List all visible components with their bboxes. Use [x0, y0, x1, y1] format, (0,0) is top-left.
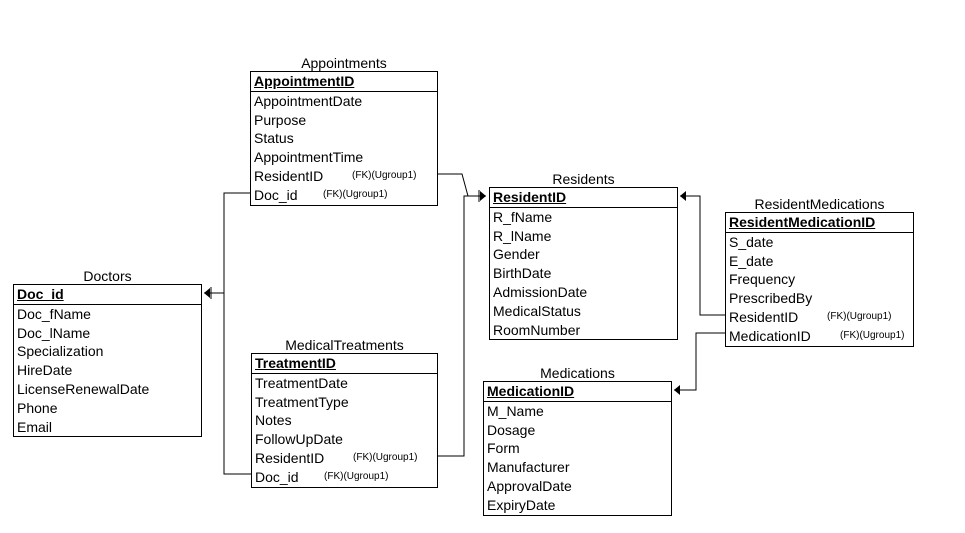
arrowhead-doctor [204, 288, 210, 298]
attr-e-date: E_date [729, 252, 774, 269]
entity-title-medications: Medications [540, 365, 615, 381]
attr-phone: Phone [17, 399, 58, 416]
fk-note: (FK)(Ugroup1) [324, 470, 389, 482]
attr-medical-status: MedicalStatus [493, 302, 581, 319]
attr-label: ResidentID [254, 167, 324, 184]
entity-title-residents: Residents [552, 171, 615, 187]
attr-r-fname: R_fName [493, 208, 553, 225]
connector-resmeds-medication [674, 332, 727, 391]
pk-medication-id: MedicationID [484, 382, 671, 402]
attr-resident-id-fk: ResidentID (FK)(Ugroup1) [726, 308, 913, 327]
attr-approval-date: ApprovalDate [487, 477, 572, 494]
attr-resident-id-fk: ResidentID (FK)(Ugroup1) [251, 167, 437, 186]
attr-label: Doc_id [255, 468, 299, 485]
attr-treatment-type: TreatmentType [255, 393, 349, 410]
entity-residents[interactable]: ResidentID R_fName R_lName Gender BirthD… [489, 187, 678, 341]
entity-appointments[interactable]: AppointmentID AppointmentDate Purpose St… [250, 71, 438, 206]
connector-resmeds-resident [680, 195, 727, 316]
fk-note: (FK)(Ugroup1) [353, 451, 418, 463]
attr-gender: Gender [493, 246, 540, 263]
entity-resident-medications[interactable]: ResidentMedicationID S_date E_date Frequ… [725, 212, 914, 347]
entity-doctors[interactable]: Doc_id Doc_fName Doc_lName Specializatio… [13, 284, 202, 438]
connector-treatments-doctor [204, 292, 253, 475]
attr-notes: Notes [255, 412, 292, 429]
entity-title-resident-medications: ResidentMedications [754, 196, 885, 212]
arrowhead-resident-left [480, 191, 486, 201]
attr-admission-date: AdmissionDate [493, 283, 588, 300]
connector-treatments-resident [438, 195, 486, 457]
attr-specialization: Specialization [17, 343, 104, 360]
attr-label: Doc_id [254, 186, 298, 203]
attr-label: ResidentID [255, 449, 325, 466]
connector-appointments-doctor [204, 192, 253, 294]
attr-doc-lname: Doc_lName [17, 324, 91, 341]
attr-expiry-date: ExpiryDate [487, 496, 556, 513]
attr-birth-date: BirthDate [493, 265, 552, 282]
attr-form: Form [487, 440, 520, 457]
arrowhead-resident-right [680, 191, 686, 201]
attr-frequency: Frequency [729, 271, 796, 288]
attr-prescribed-by: PrescribedBy [729, 290, 813, 307]
attr-doc-fname: Doc_fName [17, 305, 91, 322]
attr-status: Status [254, 130, 294, 147]
attr-license-renewal-date: LicenseRenewalDate [17, 380, 150, 397]
attr-appointment-time: AppointmentTime [254, 149, 364, 166]
entity-title-medical-treatments: MedicalTreatments [285, 337, 404, 353]
attr-treatment-date: TreatmentDate [255, 374, 348, 391]
attr-dosage: Dosage [487, 421, 536, 438]
attr-resident-id-fk: ResidentID (FK)(Ugroup1) [252, 449, 437, 468]
fk-note: (FK)(Ugroup1) [840, 329, 905, 341]
fk-note: (FK)(Ugroup1) [352, 169, 417, 181]
attr-s-date: S_date [729, 233, 774, 250]
attr-label: MedicationID [729, 327, 811, 344]
attr-email: Email [17, 418, 53, 435]
attr-medication-id-fk: MedicationID (FK)(Ugroup1) [726, 327, 913, 346]
entity-medications[interactable]: MedicationID M_Name Dosage Form Manufact… [483, 381, 672, 516]
attr-purpose: Purpose [254, 111, 307, 128]
pk-resident-medication-id: ResidentMedicationID [726, 213, 913, 233]
attr-appointment-date: AppointmentDate [254, 92, 363, 109]
attr-hire-date: HireDate [17, 362, 73, 379]
attr-label: ResidentID [729, 308, 799, 325]
pk-doc-id: Doc_id [14, 285, 201, 305]
attr-r-lname: R_lName [493, 227, 552, 244]
fk-note: (FK)(Ugroup1) [323, 188, 388, 200]
attr-doc-id-fk: Doc_id (FK)(Ugroup1) [252, 468, 437, 487]
pk-appointment-id: AppointmentID [251, 72, 437, 92]
pk-treatment-id: TreatmentID [252, 354, 437, 374]
attr-room-number: RoomNumber [493, 321, 581, 338]
attr-doc-id-fk: Doc_id (FK)(Ugroup1) [251, 186, 437, 205]
pk-resident-id: ResidentID [490, 188, 677, 208]
entity-medical-treatments[interactable]: TreatmentID TreatmentDate TreatmentType … [251, 353, 438, 488]
attr-m-name: M_Name [487, 402, 544, 419]
attr-manufacturer: Manufacturer [487, 459, 570, 476]
entity-title-appointments: Appointments [301, 55, 387, 71]
arrowhead-medication [674, 385, 680, 395]
fk-note: (FK)(Ugroup1) [827, 310, 892, 322]
attr-follow-up-date: FollowUpDate [255, 431, 343, 448]
entity-title-doctors: Doctors [83, 268, 132, 284]
